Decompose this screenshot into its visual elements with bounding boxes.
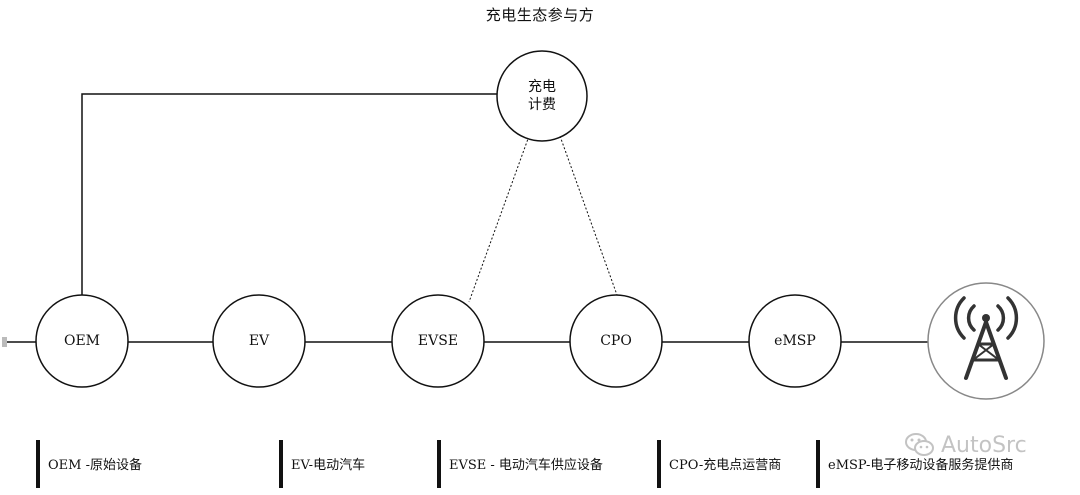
watermark-text: AutoSrc (941, 432, 1027, 458)
legend-bar (816, 440, 820, 488)
legend-text-oem: OEM -原始设备 (48, 458, 142, 473)
node-circle-emsp (748, 294, 842, 388)
billing-node-circle (496, 50, 588, 142)
watermark: AutoSrc (905, 432, 1027, 458)
billing-node-label: 充电 计费 (528, 78, 556, 114)
node-circle-evse (391, 294, 485, 388)
legend-bar (657, 440, 661, 488)
node-circle-cpo (569, 294, 663, 388)
billing-label-line2: 计费 (528, 97, 556, 113)
node-label-evse: EVSE (417, 333, 459, 349)
chain-start-marker (2, 337, 7, 347)
node-label-emsp: eMSP (774, 333, 816, 349)
node-label-ev: EV (248, 333, 270, 349)
cell-tower-icon (927, 282, 1045, 400)
billing-cpo-dotted-link (559, 135, 618, 296)
node-label-cpo: CPO (600, 333, 632, 349)
legend-bar (36, 440, 40, 488)
node-label-oem: OEM (63, 333, 101, 349)
legend-text-ev: EV-电动汽车 (291, 458, 366, 473)
node-circle-oem (35, 294, 129, 388)
legend-text-emsp: eMSP-电子移动设备服务提供商 (828, 458, 1014, 473)
wechat-icon (905, 433, 934, 456)
legend-text-cpo: CPO-充电点运营商 (669, 458, 782, 473)
node-circle-ev (212, 294, 306, 388)
diagram-title: 充电生态参与方 (485, 6, 595, 24)
oem-billing-connector (81, 93, 498, 296)
billing-label-line1: 充电 (528, 79, 556, 95)
legend-text-evse: EVSE - 电动汽车供应设备 (449, 458, 603, 473)
billing-evse-dotted-link (468, 135, 530, 303)
legend-bar (437, 440, 441, 488)
legend-bar (279, 440, 283, 488)
